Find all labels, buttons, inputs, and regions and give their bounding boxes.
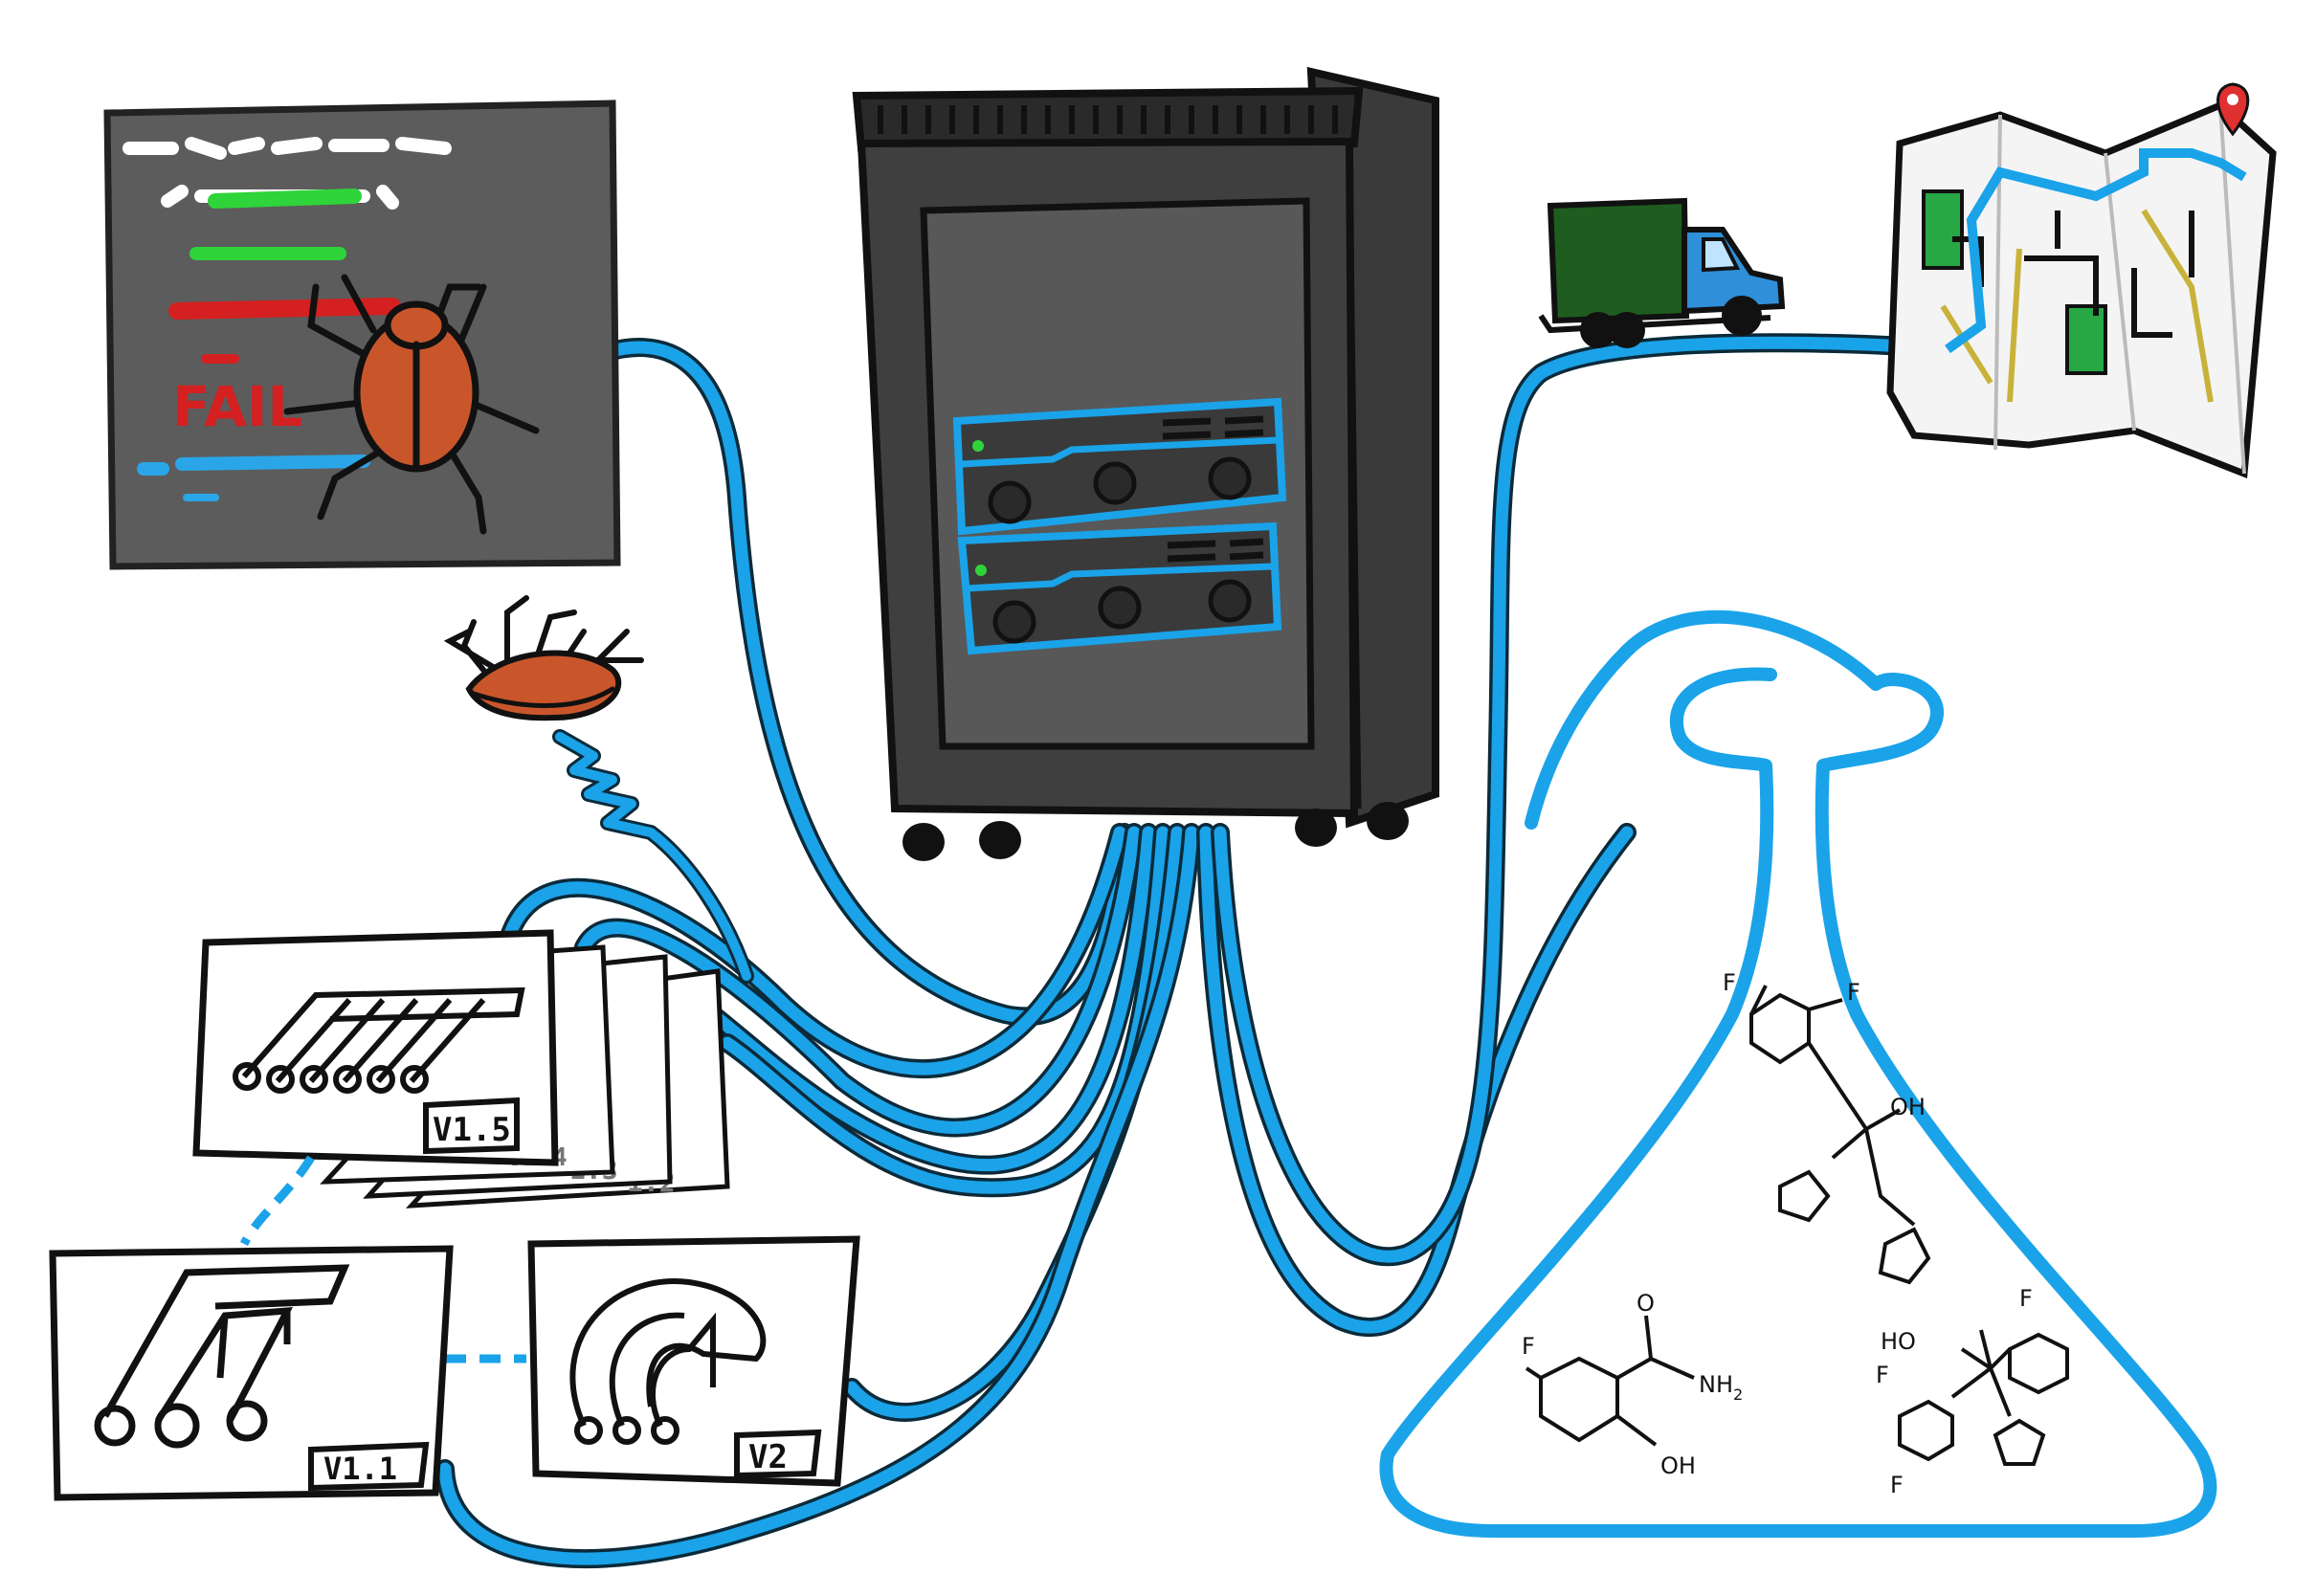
cable-flask-to-server (1196, 823, 1637, 1337)
server-rack-icon (852, 66, 1439, 861)
code-screen: FAIL (103, 100, 621, 570)
cable-v13-to-server (660, 823, 1158, 1175)
molecule-bottom-left (1525, 1315, 1695, 1447)
status-led-1 (972, 440, 984, 452)
version-lineage-links (239, 1155, 526, 1363)
fail-label: FAIL (172, 374, 302, 439)
atom-f-6: F (1890, 1472, 1904, 1498)
card-v2: V2 (527, 1235, 860, 1487)
server-unit-2 (957, 521, 1282, 655)
atom-f-1: F (1723, 969, 1736, 996)
cable-server-to-truck-map (1211, 333, 1957, 1267)
version-label-v2: V2 (748, 1438, 788, 1476)
card-v11: V1.1 (49, 1245, 454, 1501)
cable-v15-to-server (498, 823, 1129, 1079)
atom-labels: F F OH F O NH2 OH HO F F F (1522, 969, 2033, 1498)
molecule-bottom-right (1898, 1329, 2069, 1466)
atom-f-3: F (1522, 1333, 1535, 1360)
map-route (1945, 148, 2247, 354)
bug-icon (283, 274, 540, 535)
prototype-v2-drawing (569, 1278, 767, 1445)
map-pin-icon (2216, 82, 2250, 137)
zap-cable (552, 729, 754, 984)
atom-f-4: F (2019, 1285, 2033, 1312)
cable-group (435, 333, 2217, 1569)
atom-f-5: F (1876, 1362, 1889, 1388)
top-vent (878, 105, 1338, 134)
version-label-v15: V1.5 (433, 1111, 511, 1149)
atom-f-2: F (1847, 979, 1860, 1006)
rack-casters (902, 802, 1409, 861)
status-led-2 (975, 565, 987, 576)
cable-v14-to-server (574, 823, 1144, 1138)
prototype-v11-drawing (94, 1264, 350, 1449)
cable-screen-to-server (579, 338, 1134, 1027)
cable-v11-to-server (435, 823, 1201, 1569)
code-lines (122, 137, 452, 501)
molecule-top (1749, 985, 1931, 1285)
atom-oh-2: OH (1660, 1452, 1696, 1479)
atom-oh-1: OH (1890, 1094, 1926, 1120)
atom-ho: HO (1881, 1328, 1916, 1355)
atom-o: O (1637, 1290, 1655, 1317)
version-label-v11: V1.1 (323, 1451, 397, 1487)
card-v15: V1.5 (192, 929, 559, 1166)
prototype-v15-drawing (233, 986, 525, 1094)
atom-nh2: NH2 (1699, 1371, 1743, 1404)
delivery-truck-icon (1538, 197, 1786, 348)
dead-bug-icon (443, 595, 644, 721)
erlenmeyer-flask-icon (1379, 610, 2217, 1538)
chemical-structures (1525, 985, 2069, 1466)
server-unit-1 (952, 397, 1287, 536)
route-map-icon (1886, 82, 2277, 478)
